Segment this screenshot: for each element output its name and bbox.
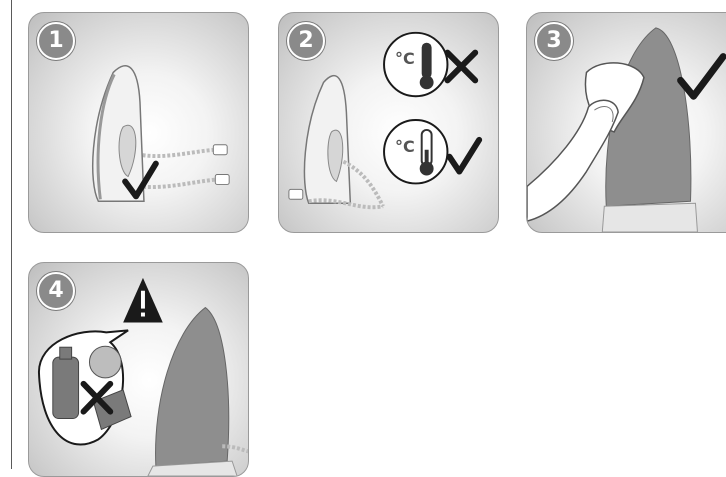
step-2-number: 2 <box>287 22 325 60</box>
step-4-panel: 4 <box>28 262 249 477</box>
step-1-panel: 1 <box>28 12 249 233</box>
page-margin-line <box>11 0 12 469</box>
step-3-panel: 3 <box>526 12 726 233</box>
step-2-panel: 2 °C °C <box>278 12 499 233</box>
step-4-number: 4 <box>37 272 75 310</box>
step-3-number: 3 <box>535 22 573 60</box>
temp-label-hot: °C <box>395 49 415 68</box>
temp-label-cool: °C <box>395 137 415 156</box>
step-1-number: 1 <box>37 22 75 60</box>
